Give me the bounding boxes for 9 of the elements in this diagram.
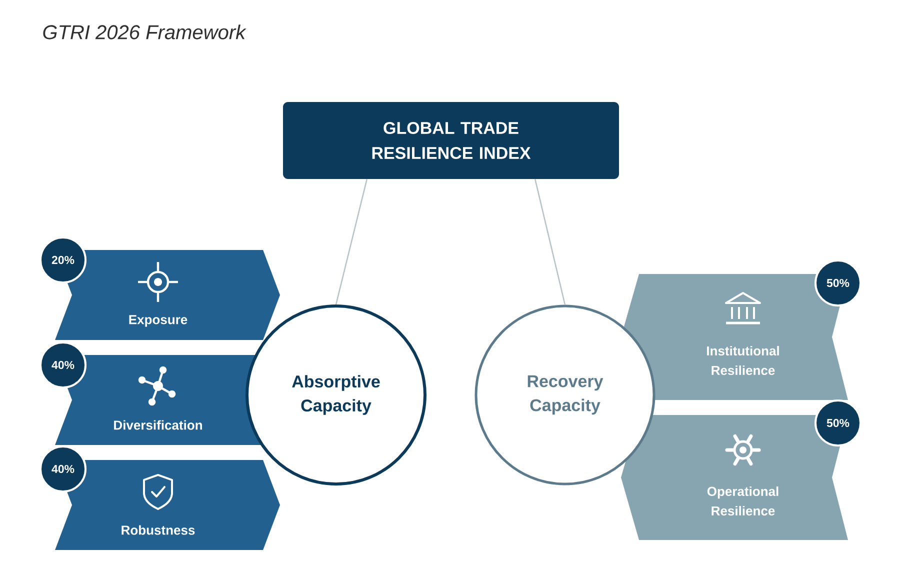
percent-badge: 40% <box>40 445 86 492</box>
percent-badge: 40% <box>40 341 86 388</box>
connector-line <box>335 179 368 305</box>
percent-badge: 50% <box>814 259 862 306</box>
connector-line <box>534 179 566 305</box>
index-box: GLOBAL TRADE RESILIENCE INDEX <box>283 102 619 179</box>
diagram-title: GTRI 2026 Framework <box>43 24 246 40</box>
percent-badge: 20% <box>40 236 86 284</box>
percent-badge: 50% <box>814 399 862 446</box>
